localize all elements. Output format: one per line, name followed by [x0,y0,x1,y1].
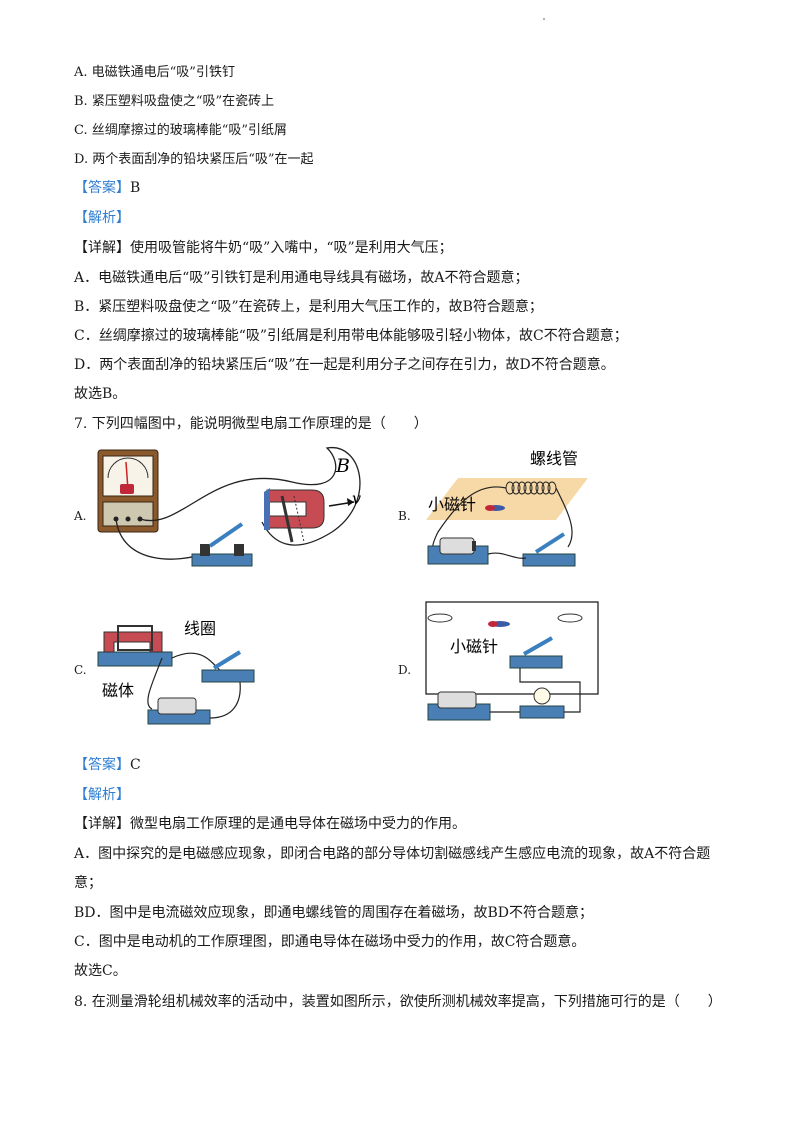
q6-analysis-tag: 【解析】 [74,210,130,226]
q6-option-a: A. 电磁铁通电后“吸”引铁钉 [74,65,235,80]
fig-b-label: B. [398,509,411,523]
detail-text: 使用吸管能将牛奶“吸”入嘴中，“吸”是利用大气压； [130,240,453,256]
detail-text: 微型电扇工作原理的是通电导体在磁场中受力的作用。 [130,816,466,832]
q7-explain-a-line2: 意； [74,875,102,891]
q8-stem: 8. 在测量滑轮组机械效率的活动中，装置如图所示，欲使所测机械效率提高，下列措施… [74,994,722,1010]
fig-d-needle-text: 小磁针 [450,637,498,656]
q7-answer-line: 【答案】C [74,755,141,775]
q6-option-d: D. 两个表面刮净的铅块紧压后“吸”在一起 [74,152,314,167]
q7-analysis-tag: 【解析】 [74,787,130,803]
fig-b-solenoid-text: 螺线管 [530,449,578,468]
answer-value: B [130,180,141,196]
answer-tag: 【答案】 [74,180,130,196]
q6-explain-b: B．紧压塑料吸盘使之“吸”在瓷砖上，是利用大气压工作的，故B符合题意； [74,299,543,315]
figure-c-motor-circuit: 线圈 磁体 [97,619,255,725]
q6-detail-line: 【详解】使用吸管能将牛奶“吸”入嘴中，“吸”是利用大气压； [74,238,453,258]
q6-answer-line: 【答案】B [74,178,140,198]
figure-a-galvanometer-circuit: B v [97,447,361,567]
q7-stem: 7. 下列四幅图中，能说明微型电扇工作原理的是（ ） [74,416,428,432]
figure-d-oersted-circuit: 小磁针 [425,601,599,721]
detail-tag: 【详解】 [74,240,130,256]
fig-c-label: C. [74,663,87,677]
fig-c-magnet-text: 磁体 [102,681,134,700]
q7-explain-bd: BD．图中是电流磁效应现象，即通电螺线管的周围存在着磁场，故BD不符合题意； [74,905,594,921]
q6-explain-c: C．丝绸摩擦过的玻璃棒能“吸”引纸屑是利用带电体能够吸引轻小物体，故C不符合题意… [74,328,628,344]
q6-option-b: B. 紧压塑料吸盘使之“吸”在瓷砖上 [74,94,275,109]
figure-b-solenoid-circuit: 螺线管 小磁针 [426,449,588,567]
fig-d-label: D. [398,663,412,677]
q7-explain-a-line1: A．图中探究的是电磁感应现象，即闭合电路的部分导体切割磁感线产生感应电流的现象，… [74,846,711,862]
q7-detail-line: 【详解】微型电扇工作原理的是通电导体在磁场中受力的作用。 [74,814,466,834]
fig-a-label-B: B [335,455,350,477]
q6-choose: 故选B。 [74,386,127,402]
fig-a-label: A. [74,509,87,523]
q6-option-c: C. 丝绸摩擦过的玻璃棒能“吸”引纸屑 [74,123,288,138]
answer-value: C [130,757,141,773]
scan-dot [543,18,545,20]
fig-c-coil-text: 线圈 [184,619,216,638]
fig-a-label-v: v [352,489,361,508]
q7-choose: 故选C。 [74,963,127,979]
q7-explain-c: C．图中是电动机的工作原理图，即通电导体在磁场中受力的作用，故C符合题意。 [74,934,586,950]
q6-explain-d: D．两个表面刮净的铅块紧压后“吸”在一起是利用分子之间存在引力，故D不符合题意。 [74,357,615,373]
detail-tag: 【详解】 [74,816,130,832]
q6-explain-a: A．电磁铁通电后“吸”引铁钉是利用通电导线具有磁场，故A不符合题意； [74,270,529,286]
answer-tag: 【答案】 [74,757,130,773]
fig-b-needle-text: 小磁针 [428,495,476,514]
